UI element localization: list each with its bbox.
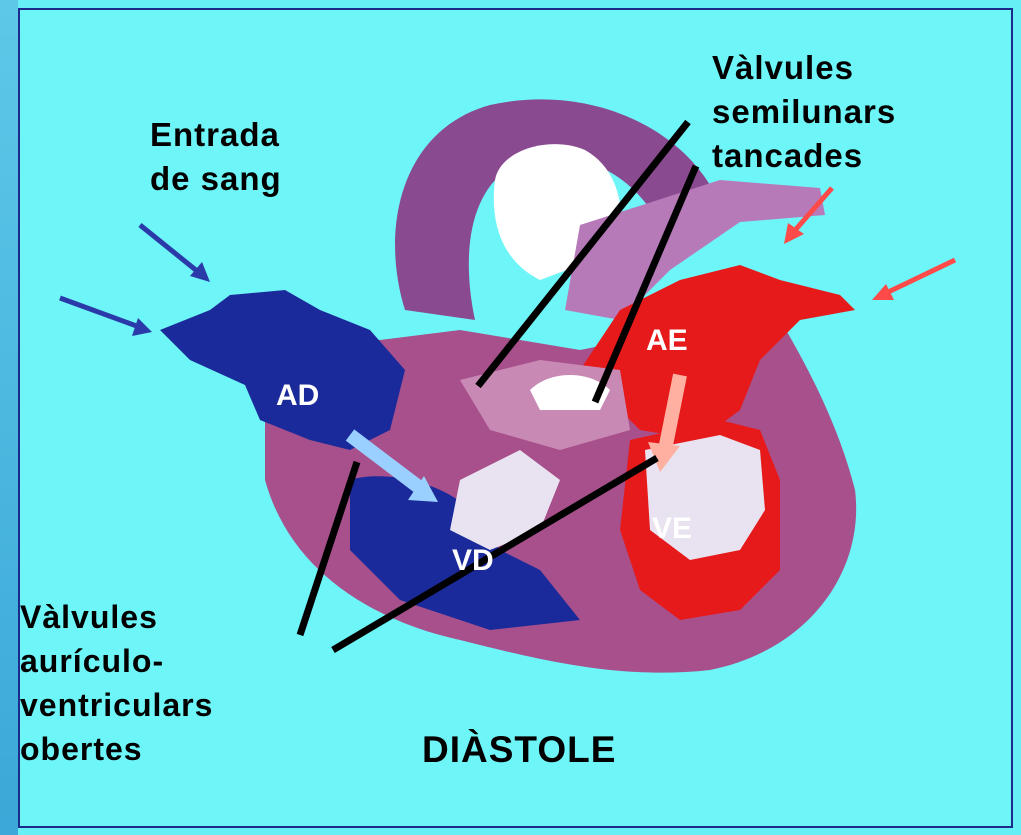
- av-valves-label: Vàlvules aurículo- ventriculars obertes: [20, 595, 213, 771]
- right-atrium: [160, 290, 405, 450]
- left-edge-strip: [0, 0, 18, 835]
- chamber-label-ve: VE: [652, 512, 692, 545]
- chamber-label-vd: VD: [452, 544, 494, 577]
- chamber-label-ad: AD: [276, 379, 319, 412]
- chamber-label-ae: AE: [646, 324, 688, 357]
- diagram-panel: AD AE VD VE Vàlvules semilunars tancades…: [18, 8, 1013, 828]
- inflow-arrow-lower: [60, 298, 152, 336]
- blood-inflow-label: Entrada de sang: [150, 113, 282, 201]
- outflow-arrow-lower: [872, 260, 955, 300]
- phase-title: DIÀSTOLE: [422, 725, 616, 775]
- semilunar-valves-label: Vàlvules semilunars tancades: [712, 46, 896, 178]
- inflow-arrow-upper: [140, 225, 210, 282]
